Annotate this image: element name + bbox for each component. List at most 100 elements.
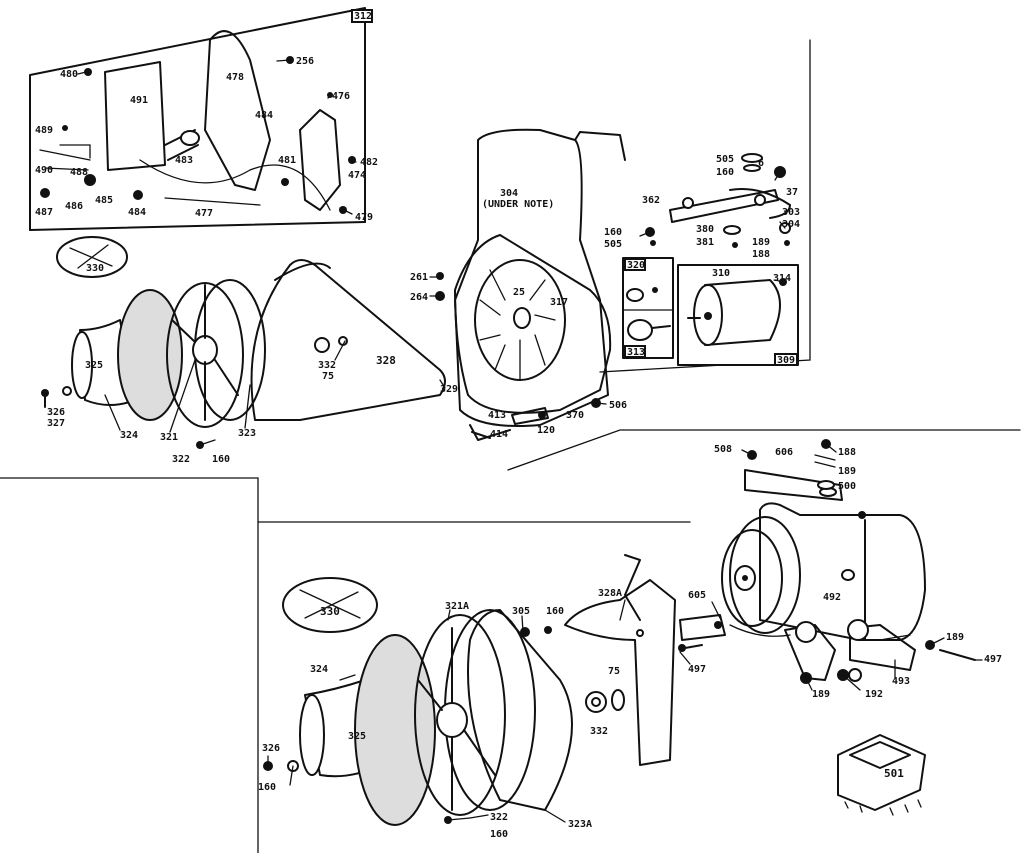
callout-120: 120 xyxy=(537,425,555,436)
callout-324a: 324 xyxy=(120,430,138,441)
callout-479: 479 xyxy=(355,212,373,223)
callout-362: 362 xyxy=(642,195,660,206)
callout-188b: 188 xyxy=(838,447,856,458)
callout-303: 303 xyxy=(782,207,800,218)
callout-264: 264 xyxy=(410,292,428,303)
callout-508: 508 xyxy=(714,444,732,455)
callout-188: 188 xyxy=(752,249,770,260)
callout-75b: 75 xyxy=(608,666,620,677)
callout-605: 605 xyxy=(688,590,706,601)
panel-309-label: 309 xyxy=(777,355,795,366)
callout-483: 483 xyxy=(175,155,193,166)
callout-326b: 326 xyxy=(262,743,280,754)
callout-370: 370 xyxy=(566,410,584,421)
callout-321: 321 xyxy=(160,432,178,443)
callout-189d: 189 xyxy=(812,689,830,700)
callout-labels: 480 491 478 256 476 484 489 488 483 481 … xyxy=(35,56,1002,840)
panel-320-label: 320 xyxy=(627,260,645,271)
callout-497b: 497 xyxy=(984,654,1002,665)
callout-332b: 332 xyxy=(590,726,608,737)
callout-189: 189 xyxy=(752,237,770,248)
callout-414: 414 xyxy=(490,429,508,440)
callout-484b: 484 xyxy=(128,207,146,218)
callout-492: 492 xyxy=(823,592,841,603)
callout-160a: 160 xyxy=(212,454,230,465)
callout-160b: 160 xyxy=(604,227,622,238)
inset-panel-309: 309 xyxy=(677,264,799,366)
generator-assembly xyxy=(564,439,976,816)
callout-25: 25 xyxy=(513,287,525,298)
callout-488: 488 xyxy=(70,167,88,178)
callout-323a: 323A xyxy=(568,819,592,830)
callout-486: 486 xyxy=(65,201,83,212)
callout-6: 6 xyxy=(758,158,764,169)
callout-501: 501 xyxy=(884,767,904,780)
callout-477: 477 xyxy=(195,208,213,219)
lower-pulley-assembly xyxy=(263,577,625,826)
callout-480: 480 xyxy=(60,69,78,80)
callout-310: 310 xyxy=(712,268,730,279)
callout-506: 506 xyxy=(609,400,627,411)
callout-413: 413 xyxy=(488,410,506,421)
inset-panel-320-313: 320 313 xyxy=(622,257,674,359)
callout-325b: 325 xyxy=(348,731,366,742)
callout-487: 487 xyxy=(35,207,53,218)
callout-505a: 505 xyxy=(604,239,622,250)
callout-256: 256 xyxy=(296,56,314,67)
callout-500: 500 xyxy=(838,481,856,492)
upper-pulley-assembly xyxy=(41,236,446,449)
callout-160d: 160 xyxy=(546,606,564,617)
callout-322a: 322 xyxy=(172,454,190,465)
callout-323: 323 xyxy=(238,428,256,439)
callout-328a: 328A xyxy=(598,588,622,599)
callout-478: 478 xyxy=(226,72,244,83)
callout-160e: 160 xyxy=(258,782,276,793)
callout-330a: 330 xyxy=(86,263,104,274)
callout-325a: 325 xyxy=(85,360,103,371)
callout-482: 482 xyxy=(360,157,378,168)
callout-485: 485 xyxy=(95,195,113,206)
callout-606: 606 xyxy=(775,447,793,458)
callout-484a: 484 xyxy=(255,110,273,121)
callout-189c: 189 xyxy=(946,632,964,643)
callout-304b: 304 xyxy=(782,219,800,230)
callout-505b: 505 xyxy=(716,154,734,165)
callout-192: 192 xyxy=(865,689,883,700)
callout-160f: 160 xyxy=(490,829,508,840)
callout-324b: 324 xyxy=(310,664,328,675)
callout-314: 314 xyxy=(773,273,791,284)
lower-frame xyxy=(0,477,691,853)
callout-474: 474 xyxy=(348,170,366,181)
panel-313-label: 313 xyxy=(627,347,645,358)
callout-326: 326 xyxy=(47,407,65,418)
callout-329: 329 xyxy=(440,384,458,395)
callout-304-note: (UNDER NOTE) xyxy=(482,199,554,210)
callout-332a: 332 xyxy=(318,360,336,371)
callout-160c: 160 xyxy=(716,167,734,178)
callout-317: 317 xyxy=(550,297,568,308)
callout-328: 328 xyxy=(376,354,396,367)
blower-housing xyxy=(435,39,1021,471)
inset-panel-312: 312 xyxy=(29,7,373,231)
callout-493: 493 xyxy=(892,676,910,687)
callout-75a: 75 xyxy=(322,371,334,382)
callout-380: 380 xyxy=(696,224,714,235)
callout-305: 305 xyxy=(512,606,530,617)
leader-lines xyxy=(77,59,983,823)
callout-490: 490 xyxy=(35,165,53,176)
callout-497a: 497 xyxy=(688,664,706,675)
callout-304: 304 xyxy=(500,188,518,199)
callout-322b: 322 xyxy=(490,812,508,823)
callout-189b: 189 xyxy=(838,466,856,477)
callout-489: 489 xyxy=(35,125,53,136)
callout-327: 327 xyxy=(47,418,65,429)
callout-476: 476 xyxy=(332,91,350,102)
panel-312-label: 312 xyxy=(354,11,372,22)
callout-37: 37 xyxy=(786,187,798,198)
callout-381: 381 xyxy=(696,237,714,248)
callout-261: 261 xyxy=(410,272,428,283)
callout-321a: 321A xyxy=(445,601,469,612)
callout-330b: 330 xyxy=(320,605,340,618)
callout-491: 491 xyxy=(130,95,148,106)
